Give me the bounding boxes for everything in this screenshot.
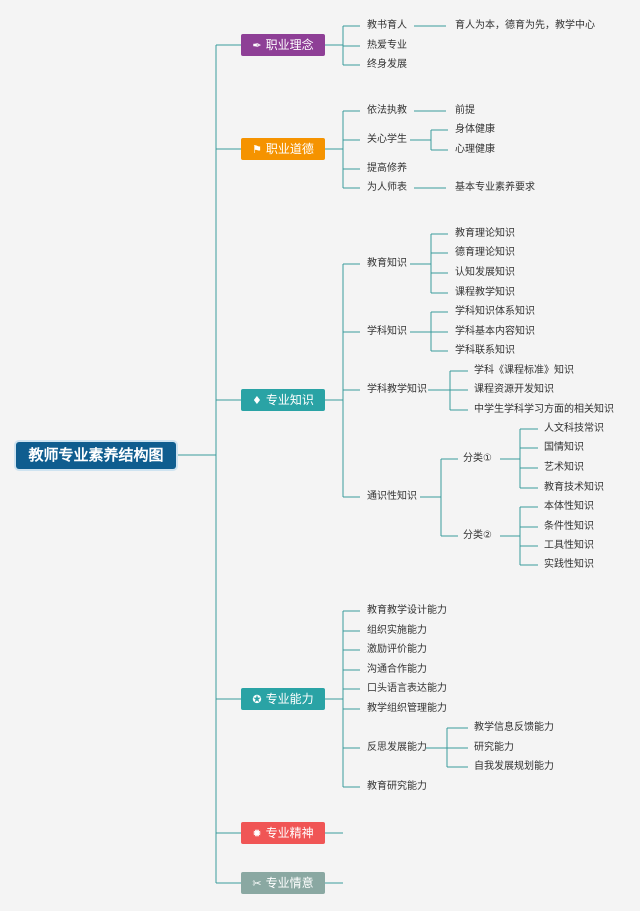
node-a7c: 自我发展规划能力 (474, 761, 554, 772)
node-c1d: 教育技术知识 (544, 482, 604, 493)
node-c2a: 本体性知识 (544, 501, 594, 512)
node-d3: 提高修养 (367, 163, 407, 174)
node-d4a: 基本专业素养要求 (455, 182, 535, 193)
node-n3: 终身发展 (367, 59, 407, 70)
gear-icon: ✹ (252, 827, 262, 840)
node-k3: 学科教学知识 (367, 384, 427, 395)
medal-icon: ✪ (252, 693, 262, 706)
tools-icon: ✂ (252, 877, 262, 890)
node-d4: 为人师表 (367, 182, 407, 193)
node-a7a: 教学信息反馈能力 (474, 722, 554, 733)
node-k3b: 课程资源开发知识 (474, 384, 554, 395)
branch-ethics: ⚑职业道德 (241, 138, 325, 160)
branch-label: 专业精神 (265, 826, 314, 840)
node-k4: 通识性知识 (367, 491, 417, 502)
node-c2: 分类② (463, 530, 492, 541)
node-a6: 教学组织管理能力 (367, 703, 447, 714)
branch-label: 专业知识 (265, 393, 314, 407)
node-d1a: 前提 (455, 105, 475, 116)
flag-icon: ⚑ (252, 143, 262, 156)
node-a3: 激励评价能力 (367, 644, 427, 655)
node-c1c: 艺术知识 (544, 462, 584, 473)
node-k1a: 教育理论知识 (455, 228, 515, 239)
node-c2b: 条件性知识 (544, 521, 594, 532)
node-n1a: 育人为本，德育为先，教学中心 (455, 20, 595, 31)
node-a8: 教育研究能力 (367, 781, 427, 792)
node-c1b: 国情知识 (544, 442, 584, 453)
node-d2b: 心理健康 (455, 144, 495, 155)
node-c1a: 人文科技常识 (544, 423, 604, 434)
node-c1: 分类① (463, 453, 492, 464)
node-a5: 口头语言表达能力 (367, 683, 447, 694)
node-n1: 教书育人 (367, 20, 407, 31)
node-k1: 教育知识 (367, 258, 407, 269)
branch-label: 职业理念 (265, 38, 314, 52)
branch-spirit: ✹专业精神 (241, 822, 325, 844)
node-a7: 反思发展能力 (367, 742, 427, 753)
node-a7b: 研究能力 (474, 742, 514, 753)
branch-label: 职业道德 (265, 142, 314, 156)
node-k1b: 德育理论知识 (455, 247, 515, 258)
branch-label: 专业情意 (265, 876, 314, 890)
node-d1: 依法执教 (367, 105, 407, 116)
gem-icon: ♦ (252, 394, 262, 407)
node-d2: 关心学生 (367, 134, 407, 145)
node-k2b: 学科基本内容知识 (455, 326, 535, 337)
node-n2: 热爱专业 (367, 40, 407, 51)
branch-philosophy: ✒职业理念 (241, 34, 325, 56)
branch-label: 专业能力 (265, 692, 314, 706)
branch-ability: ✪专业能力 (241, 688, 325, 710)
node-k3c: 中学生学科学习方面的相关知识 (474, 404, 614, 415)
node-k1c: 认知发展知识 (455, 267, 515, 278)
node-c2c: 工具性知识 (544, 540, 594, 551)
node-a2: 组织实施能力 (367, 625, 427, 636)
node-k2: 学科知识 (367, 326, 407, 337)
node-c2d: 实践性知识 (544, 559, 594, 570)
node-a4: 沟通合作能力 (367, 664, 427, 675)
branch-knowledge: ♦专业知识 (241, 389, 325, 411)
node-k1d: 课程教学知识 (455, 287, 515, 298)
node-k2a: 学科知识体系知识 (455, 306, 535, 317)
feather-icon: ✒ (252, 39, 262, 52)
node-k2c: 学科联系知识 (455, 345, 515, 356)
branch-emotion: ✂专业情意 (241, 872, 325, 894)
node-k3a: 学科《课程标准》知识 (474, 365, 574, 376)
node-d2a: 身体健康 (455, 124, 495, 135)
node-a1: 教育教学设计能力 (367, 605, 447, 616)
root-node: 教师专业素养结构图 (16, 442, 176, 469)
